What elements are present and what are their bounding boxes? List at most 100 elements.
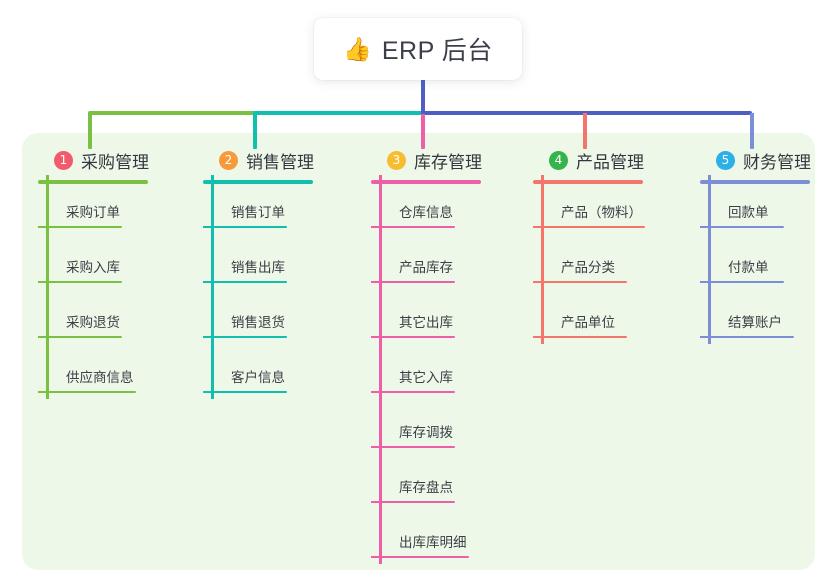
leaf-node-label: 回款单 bbox=[728, 205, 769, 220]
leaf-node[interactable]: 采购订单 bbox=[38, 175, 164, 230]
column-badge-3: 3 bbox=[387, 150, 406, 170]
branch-stub-2 bbox=[253, 113, 257, 149]
leaf-node-underline bbox=[379, 336, 455, 338]
column-title-5: 财务管理 bbox=[743, 152, 811, 172]
column-underline-1 bbox=[38, 180, 148, 184]
leaf-node[interactable]: 库存调拨 bbox=[371, 395, 497, 450]
leaf-node-label: 采购订单 bbox=[66, 205, 120, 220]
branch-stub-5 bbox=[750, 113, 754, 149]
leaf-node-connector bbox=[371, 556, 381, 558]
column-spine-2 bbox=[211, 175, 214, 399]
leaf-node-label: 产品分类 bbox=[561, 260, 615, 275]
column-header-5[interactable]: 5 财务管理 bbox=[700, 145, 826, 184]
column-items-2: 销售订单销售出库销售退货客户信息 bbox=[203, 175, 329, 395]
leaf-node-connector bbox=[533, 336, 543, 338]
leaf-node[interactable]: 采购入库 bbox=[38, 230, 164, 285]
leaf-node-underline bbox=[379, 226, 455, 228]
column-spine-1 bbox=[46, 175, 49, 399]
leaf-node-label: 其它入库 bbox=[399, 370, 453, 385]
branch-stub-3 bbox=[421, 113, 425, 149]
leaf-node-connector bbox=[371, 281, 381, 283]
leaf-node-underline bbox=[211, 336, 287, 338]
column-items-3: 仓库信息产品库存其它出库其它入库库存调拨库存盘点出库库明细 bbox=[371, 175, 497, 560]
leaf-node-underline bbox=[379, 501, 455, 503]
column-badge-5: 5 bbox=[716, 150, 735, 170]
leaf-node-connector bbox=[700, 226, 710, 228]
leaf-node-connector bbox=[38, 281, 48, 283]
root-vertical-connector bbox=[421, 74, 425, 114]
leaf-node-label: 产品（物料） bbox=[561, 205, 642, 220]
leaf-node-label: 库存盘点 bbox=[399, 480, 453, 495]
leaf-node[interactable]: 付款单 bbox=[700, 230, 826, 285]
column-badge-2: 2 bbox=[219, 150, 238, 170]
leaf-node[interactable]: 仓库信息 bbox=[371, 175, 497, 230]
trunk-segment-1 bbox=[88, 111, 255, 115]
leaf-node-underline bbox=[46, 281, 122, 283]
leaf-node-underline bbox=[708, 336, 794, 338]
leaf-node-label: 库存调拨 bbox=[399, 425, 453, 440]
column-underline-2 bbox=[203, 180, 313, 184]
leaf-node[interactable]: 销售退货 bbox=[203, 285, 329, 340]
leaf-node[interactable]: 产品库存 bbox=[371, 230, 497, 285]
column-underline-5 bbox=[700, 180, 810, 184]
leaf-node-underline bbox=[379, 391, 455, 393]
leaf-node-connector bbox=[371, 336, 381, 338]
leaf-node[interactable]: 产品单位 bbox=[533, 285, 659, 340]
root-node-title: ERP 后台 bbox=[381, 37, 493, 65]
leaf-node[interactable]: 客户信息 bbox=[203, 340, 329, 395]
leaf-node[interactable]: 销售订单 bbox=[203, 175, 329, 230]
leaf-node-underline bbox=[211, 226, 287, 228]
column-items-1: 采购订单采购入库采购退货供应商信息 bbox=[38, 175, 164, 395]
column-header-1[interactable]: 1 采购管理 bbox=[38, 145, 164, 184]
leaf-node-label: 出库库明细 bbox=[399, 535, 467, 550]
leaf-node[interactable]: 出库库明细 bbox=[371, 505, 497, 560]
leaf-node-underline bbox=[541, 336, 627, 338]
column-spine-4 bbox=[541, 175, 544, 344]
leaf-node-connector bbox=[203, 336, 213, 338]
leaf-node[interactable]: 其它出库 bbox=[371, 285, 497, 340]
column-badge-1: 1 bbox=[54, 150, 73, 170]
leaf-node[interactable]: 结算账户 bbox=[700, 285, 826, 340]
leaf-node-label: 销售出库 bbox=[231, 260, 285, 275]
leaf-node[interactable]: 回款单 bbox=[700, 175, 826, 230]
column-items-5: 回款单付款单结算账户 bbox=[700, 175, 826, 340]
leaf-node[interactable]: 产品分类 bbox=[533, 230, 659, 285]
leaf-node[interactable]: 销售出库 bbox=[203, 230, 329, 285]
leaf-node[interactable]: 库存盘点 bbox=[371, 450, 497, 505]
trunk-segment-2 bbox=[253, 111, 423, 115]
column-badge-4: 4 bbox=[549, 150, 568, 170]
leaf-node-underline bbox=[541, 281, 627, 283]
leaf-node-label: 采购退货 bbox=[66, 315, 120, 330]
branch-stub-4 bbox=[583, 113, 587, 149]
leaf-node[interactable]: 其它入库 bbox=[371, 340, 497, 395]
leaf-node-label: 仓库信息 bbox=[399, 205, 453, 220]
leaf-node-underline bbox=[379, 281, 455, 283]
column-items-4: 产品（物料） 产品分类产品单位 bbox=[533, 175, 659, 340]
column-title-1: 采购管理 bbox=[81, 152, 149, 172]
leaf-node[interactable]: 产品（物料） bbox=[533, 175, 659, 230]
leaf-node-label: 付款单 bbox=[728, 260, 769, 275]
branch-stub-1 bbox=[88, 113, 92, 149]
column-1: 1 采购管理采购订单采购入库采购退货供应商信息 bbox=[38, 145, 164, 399]
leaf-node-connector bbox=[371, 501, 381, 503]
leaf-node-label: 结算账户 bbox=[728, 315, 782, 330]
leaf-node-underline bbox=[46, 226, 122, 228]
leaf-node[interactable]: 供应商信息 bbox=[38, 340, 164, 395]
leaf-node-connector bbox=[203, 226, 213, 228]
leaf-node-connector bbox=[203, 281, 213, 283]
leaf-node-label: 产品单位 bbox=[561, 315, 615, 330]
leaf-node-underline bbox=[211, 281, 287, 283]
column-5: 5 财务管理回款单付款单结算账户 bbox=[700, 145, 826, 344]
root-node-erp-backend[interactable]: 👍 ERP 后台 bbox=[314, 18, 522, 80]
leaf-node[interactable]: 采购退货 bbox=[38, 285, 164, 340]
column-underline-4 bbox=[533, 180, 643, 184]
leaf-node-label: 产品库存 bbox=[399, 260, 453, 275]
leaf-node-label: 销售订单 bbox=[231, 205, 285, 220]
column-spine-3 bbox=[379, 175, 382, 564]
leaf-node-connector bbox=[38, 336, 48, 338]
